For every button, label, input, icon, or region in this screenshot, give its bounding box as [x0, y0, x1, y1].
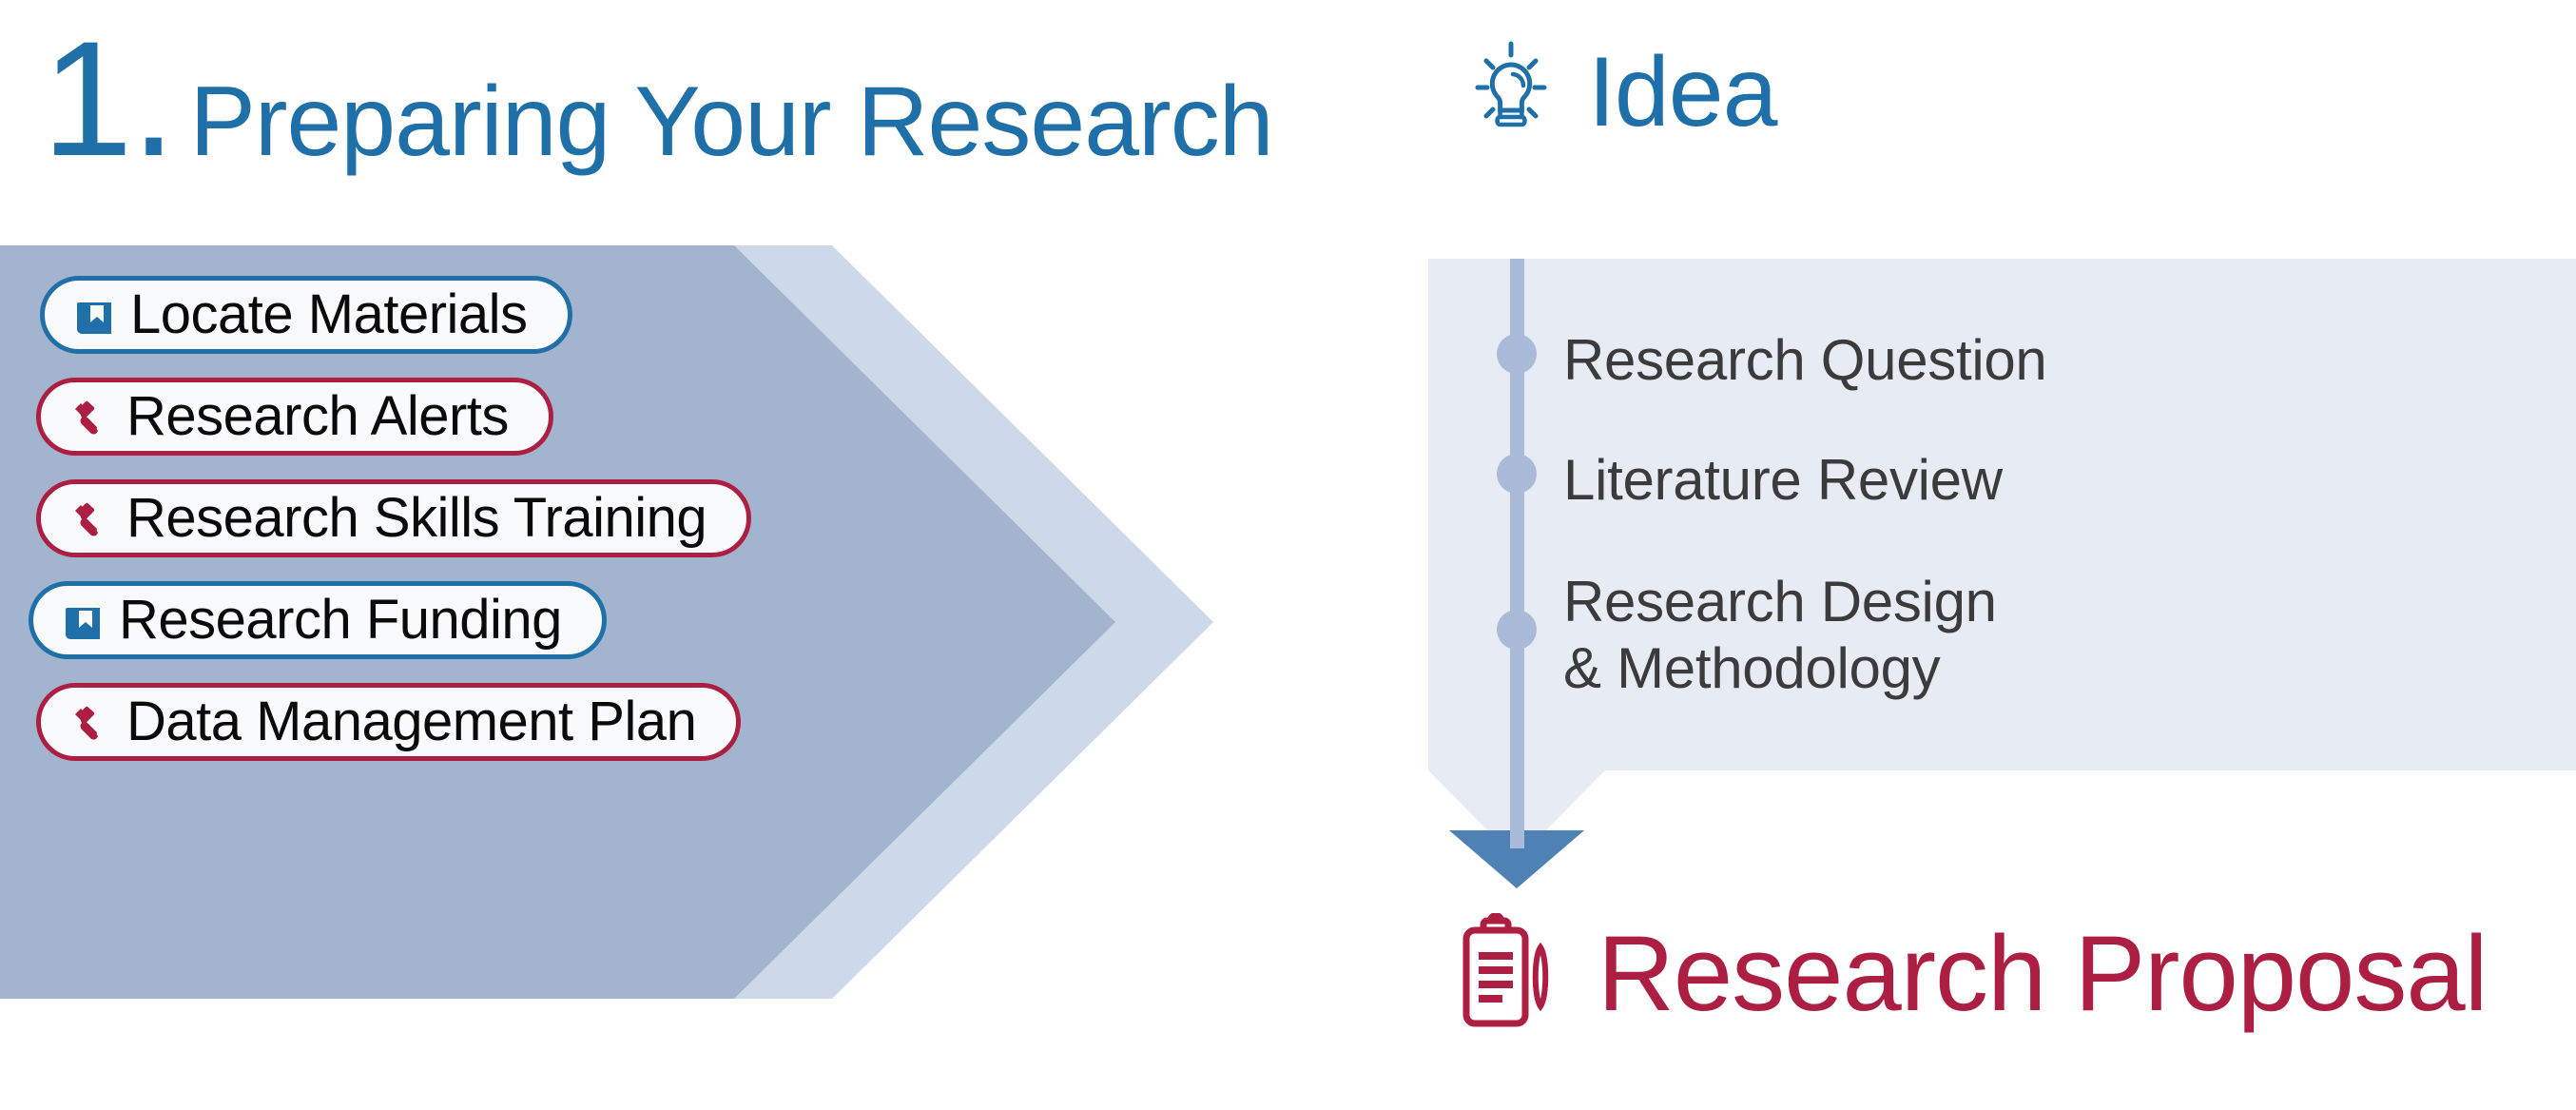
list-item-label: Locate Materials	[130, 283, 528, 345]
book-icon	[58, 595, 107, 645]
section-title: 1. Preparing Your Research	[42, 8, 1274, 190]
wrench-icon	[66, 697, 115, 747]
research-proposal-outcome: Research Proposal	[1455, 912, 2488, 1035]
research-proposal-label: Research Proposal	[1598, 914, 2488, 1033]
step-number: 1.	[42, 8, 176, 190]
list-item: Data Management Plan	[0, 683, 1046, 785]
list-item-label: Research Skills Training	[126, 487, 707, 549]
idea-panel	[1428, 259, 2576, 888]
book-icon	[69, 290, 119, 340]
wrench-icon	[66, 392, 115, 441]
clipboard-pen-icon	[1455, 912, 1577, 1035]
pill-locate-materials[interactable]: Locate Materials	[40, 276, 572, 354]
resource-list: Locate Materials Research Alerts	[0, 276, 1046, 785]
pill-data-management-plan[interactable]: Data Management Plan	[36, 683, 742, 761]
list-item: Research Alerts	[0, 378, 1046, 479]
list-item-label: Research Alerts	[126, 385, 509, 447]
section-title-text: Preparing Your Research	[189, 67, 1273, 177]
list-item-label: Research Funding	[119, 589, 562, 651]
idea-heading-text: Idea	[1588, 37, 1777, 147]
pill-research-skills-training[interactable]: Research Skills Training	[36, 479, 752, 557]
wrench-icon	[66, 494, 115, 543]
pill-research-alerts[interactable]: Research Alerts	[36, 378, 553, 456]
idea-heading: Idea	[1455, 32, 1777, 147]
list-item-label: Data Management Plan	[126, 691, 697, 752]
list-item: Research Funding	[0, 581, 1046, 683]
pill-research-funding[interactable]: Research Funding	[29, 581, 607, 659]
list-item: Locate Materials	[0, 276, 1046, 378]
list-item: Research Skills Training	[0, 479, 1046, 581]
lightbulb-icon	[1455, 32, 1567, 145]
